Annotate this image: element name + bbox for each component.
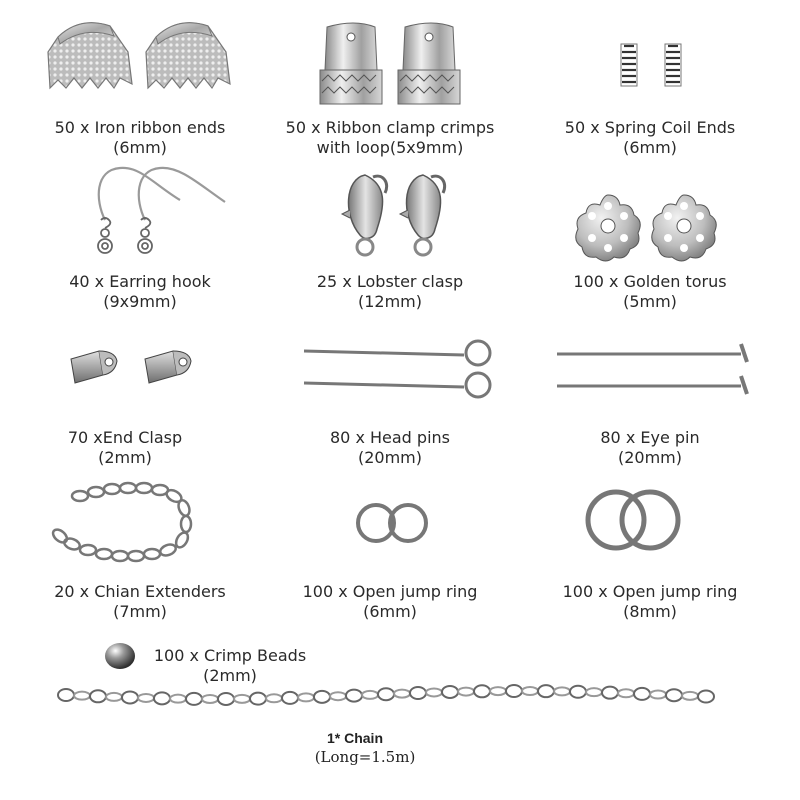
chain-link (105, 691, 123, 702)
item-size: (8mm) (623, 602, 677, 621)
item-size: (2mm) (98, 448, 152, 467)
chain-link (233, 693, 251, 704)
item-qty-name: 80 x Eye pin (600, 428, 700, 447)
chain-link (505, 684, 523, 699)
chain-link (665, 688, 683, 703)
item-size: (12mm) (357, 292, 422, 311)
chain-link (361, 689, 379, 700)
item-qty-name: 80 x Head pins (330, 428, 450, 447)
item-caption: 50 x Spring Coil Ends (6mm) (540, 118, 760, 158)
item-caption: 50 x Iron ribbon ends (6mm) (40, 118, 240, 158)
chain-link (201, 693, 219, 704)
item-caption: 100 x Open jump ring (6mm) (290, 582, 490, 622)
chain-link (185, 691, 203, 706)
jump-ring-icon (350, 498, 440, 548)
chain-link (281, 690, 299, 705)
item-size: (20mm) (357, 448, 422, 467)
item-size: (5mm) (623, 292, 677, 311)
chain-link (409, 685, 427, 700)
chain-link (473, 684, 491, 699)
chain-link (425, 687, 443, 698)
end-clasp-icon (65, 345, 205, 390)
item-qty-name: 50 x Ribbon clamp crimps (285, 118, 495, 137)
chain-link (377, 687, 395, 702)
chain-link (681, 690, 699, 701)
chain-link (169, 693, 187, 704)
jump-ring-large-icon (580, 485, 690, 555)
chain-link (89, 689, 107, 704)
item-caption: 40 x Earring hook (9x9mm) (40, 272, 240, 312)
chain-link (345, 688, 363, 703)
chain-link (121, 690, 139, 705)
ribbon-end-icon (40, 12, 240, 107)
chain-title: 1* Chain (326, 730, 383, 746)
item-caption: 80 x Head pins (20mm) (290, 428, 490, 468)
chain-link (489, 686, 507, 697)
chain-link (57, 688, 75, 702)
chain-extender-icon (50, 478, 200, 570)
head-pin-icon (555, 340, 755, 400)
chain-link (521, 686, 539, 697)
chain-link (617, 688, 635, 699)
item-size: (2mm) (203, 666, 257, 685)
chain-link (217, 691, 235, 706)
chain-link (649, 689, 667, 700)
chain-link (265, 693, 283, 704)
chain-link (153, 691, 171, 706)
chain-link (313, 689, 331, 704)
item-qty-name: 100 x Golden torus (573, 272, 727, 291)
item-size: (6mm) (363, 602, 417, 621)
item-size: (6mm) (623, 138, 677, 157)
chain-link (249, 691, 267, 706)
item-caption: 100 x Golden torus (5mm) (540, 272, 760, 312)
chain-link (457, 686, 475, 697)
ribbon-clamp-icon (315, 15, 465, 110)
chain-link (697, 689, 715, 704)
item-qty-name: 100 x Crimp Beads (153, 646, 307, 665)
item-caption: 70 xEnd Clasp (2mm) (40, 428, 210, 468)
chain-link (329, 691, 347, 702)
item-qty-name: 100 x Open jump ring (562, 582, 738, 601)
chain-link (73, 690, 91, 701)
item-qty-name: 100 x Open jump ring (302, 582, 478, 601)
item-caption: 50 x Ribbon clamp crimps with loop(5x9mm… (280, 118, 500, 158)
chain-icon (57, 683, 718, 713)
chain-link (297, 692, 315, 703)
item-caption: 100 x Open jump ring (8mm) (540, 582, 760, 622)
chain-link (633, 686, 651, 701)
item-caption: 80 x Eye pin (20mm) (540, 428, 760, 468)
chain-link (601, 685, 619, 700)
item-qty-name: 50 x Iron ribbon ends (54, 118, 226, 137)
lobster-clasp-icon (335, 165, 455, 265)
item-caption: 25 x Lobster clasp (12mm) (290, 272, 490, 312)
item-qty-name: 25 x Lobster clasp (316, 272, 464, 291)
chain-link (137, 692, 155, 703)
chain-link (537, 684, 555, 699)
item-qty-name: 20 x Chian Extenders (54, 582, 226, 601)
item-size: (9x9mm) (103, 292, 177, 311)
earring-hook-icon (85, 160, 235, 260)
chain-link (441, 684, 459, 699)
chain-link (393, 688, 411, 699)
item-size: (7mm) (113, 602, 167, 621)
item-caption: 100 x Crimp Beads (2mm) (150, 646, 310, 686)
chain-link (553, 686, 571, 697)
crimp-bead-icon (102, 640, 138, 672)
item-size: (6mm) (113, 138, 167, 157)
item-size: (20mm) (617, 448, 682, 467)
item-qty-name: 40 x Earring hook (69, 272, 211, 291)
item-qty-name: 50 x Spring Coil Ends (564, 118, 736, 137)
chain-link (585, 687, 603, 698)
item-caption: 20 x Chian Extenders (7mm) (40, 582, 240, 622)
bead-cap-icon (570, 190, 730, 265)
spring-coil-icon (612, 38, 692, 98)
item-qty-name-line2: with loop(5x9mm) (316, 138, 464, 157)
chain-length: (Long=1.5m) (314, 748, 416, 766)
eye-pin-icon (300, 335, 500, 405)
item-qty-name: 70 xEnd Clasp (67, 428, 183, 447)
chain-link (569, 684, 587, 699)
